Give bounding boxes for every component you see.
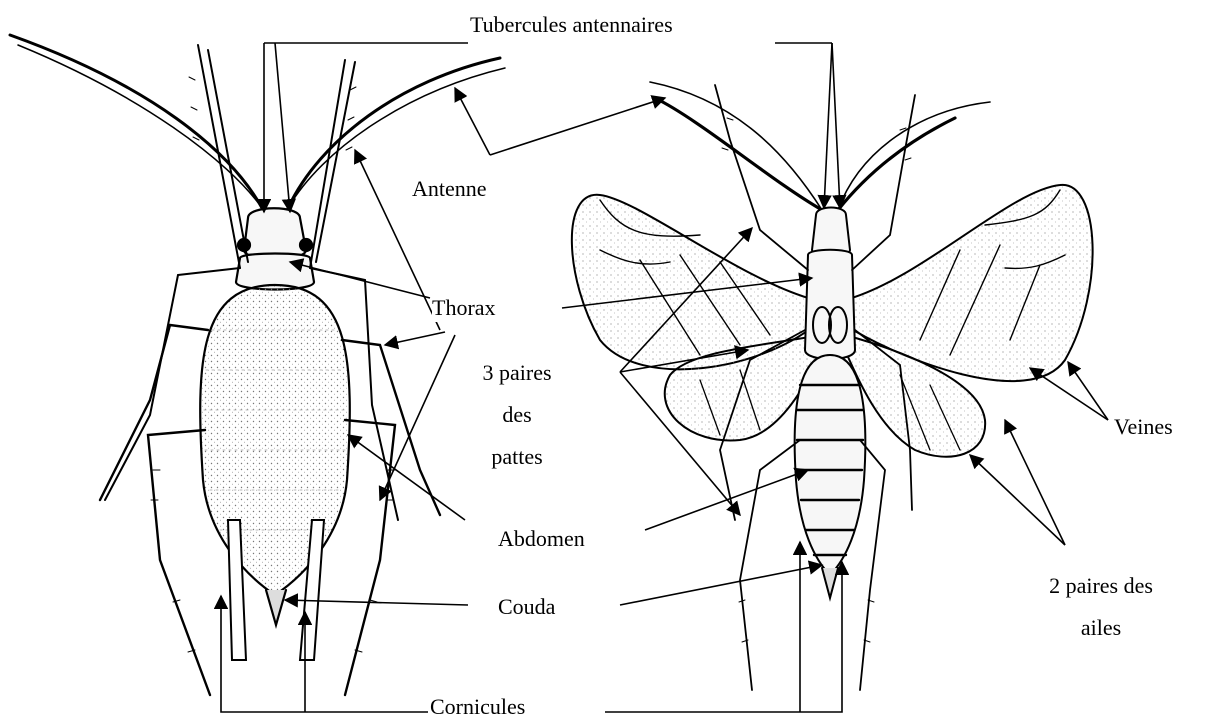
label-ailes-line1: 2 paires des xyxy=(1030,565,1172,607)
label-thorax: Thorax xyxy=(432,293,496,322)
label-ailes-line2: ailes xyxy=(1030,607,1172,649)
label-pattes-line3: pattes xyxy=(462,436,572,478)
label-tubercules: Tubercules antennaires xyxy=(470,10,673,39)
label-ailes: 2 paires des ailes xyxy=(1030,565,1172,649)
label-cornicules: Cornicules xyxy=(430,692,525,721)
label-pattes-line1: 3 paires xyxy=(462,352,572,394)
label-couda: Couda xyxy=(498,592,555,621)
wingless-aphid xyxy=(10,35,505,695)
label-abdomen: Abdomen xyxy=(498,524,585,553)
label-antenne: Antenne xyxy=(412,174,487,203)
label-pattes: 3 paires des pattes xyxy=(462,352,572,478)
label-pattes-line2: des xyxy=(462,394,572,436)
label-veines: Veines xyxy=(1114,412,1173,441)
